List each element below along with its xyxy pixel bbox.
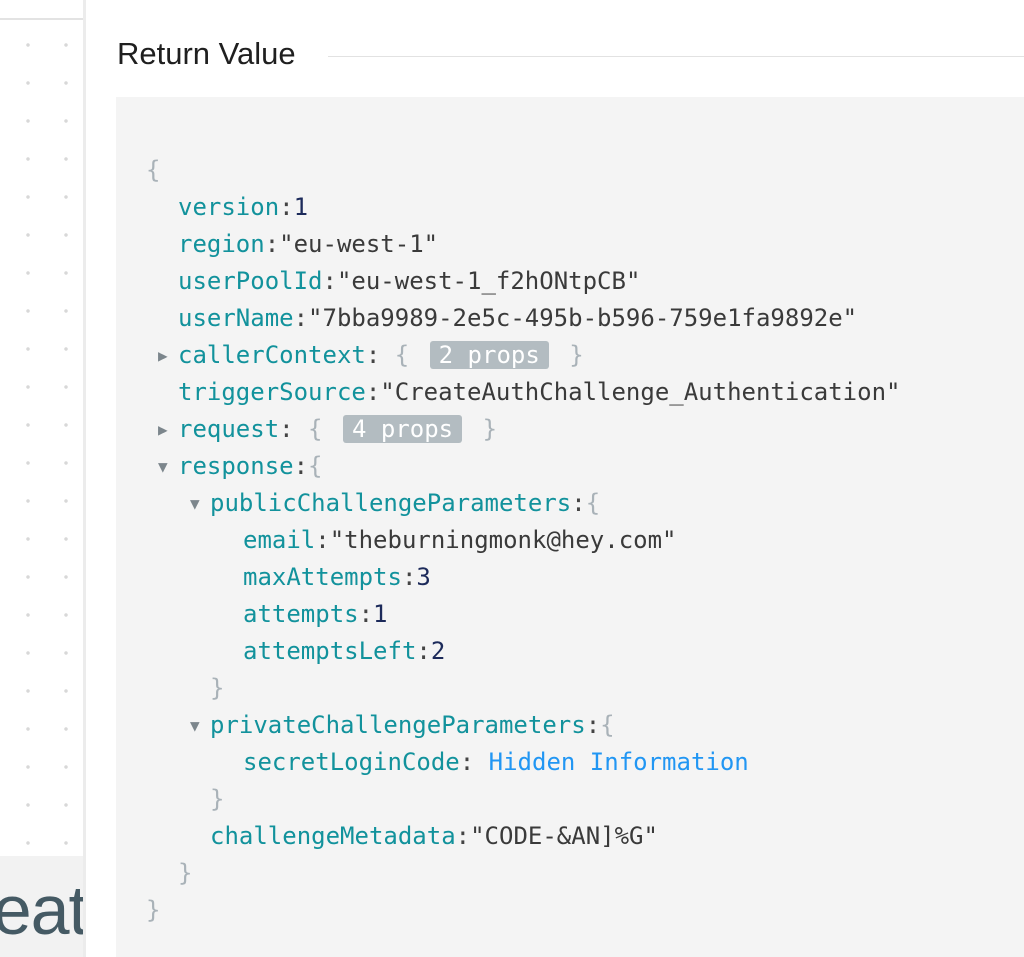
json-row-version: version:1 <box>178 193 309 221</box>
section-title: Return Value <box>117 36 296 71</box>
json-row-challengemetadata: challengeMetadata:"CODE-&AN]%G" <box>210 822 658 850</box>
json-close-brace: } <box>178 859 193 887</box>
collapse-triangle-icon[interactable]: ▼ <box>190 716 200 735</box>
json-row-triggersource: triggerSource:"CreateAuthChallenge_Authe… <box>178 378 901 406</box>
props-badge[interactable]: 2 props <box>429 341 549 369</box>
json-row-privatechallengeparameters[interactable]: ▼privateChallengeParameters:{ <box>190 707 615 744</box>
json-row-response[interactable]: ▼response:{ <box>158 448 323 485</box>
json-close-brace: } <box>210 785 225 813</box>
json-row-username: userName:"7bba9989-2e5c-495b-b596-759e1f… <box>178 304 858 332</box>
dotted-grid-background <box>0 20 83 856</box>
left-heading-area: eat <box>0 856 83 957</box>
props-badge[interactable]: 4 props <box>342 415 463 443</box>
left-panel: eat <box>0 0 86 957</box>
partial-heading: eat <box>0 871 83 949</box>
json-row-email: email:"theburningmonk@hey.com" <box>243 526 677 554</box>
json-row-secretlogincode: secretLoginCode: Hidden Information <box>243 748 749 776</box>
json-row-callercontext[interactable]: ▶callerContext: { 2 props } <box>158 337 584 374</box>
collapse-triangle-icon[interactable]: ▼ <box>158 457 168 476</box>
json-row-attempts: attempts:1 <box>243 600 388 628</box>
collapse-triangle-icon[interactable]: ▼ <box>190 494 200 513</box>
json-close-brace: } <box>146 896 161 924</box>
title-divider <box>328 56 1024 57</box>
expand-triangle-icon[interactable]: ▶ <box>158 346 168 365</box>
json-row-maxattempts: maxAttempts:3 <box>243 563 431 591</box>
json-row-attemptsleft: attemptsLeft:2 <box>243 637 446 665</box>
expand-triangle-icon[interactable]: ▶ <box>158 420 168 439</box>
json-row-publicchallengeparameters[interactable]: ▼publicChallengeParameters:{ <box>190 485 600 522</box>
json-close-brace: } <box>210 674 225 702</box>
json-open-brace: { <box>146 156 161 184</box>
left-top-strip <box>0 0 83 20</box>
hidden-information-value: Hidden Information <box>488 748 749 776</box>
json-row-request[interactable]: ▶request: { 4 props } <box>158 411 497 448</box>
json-viewer: { version:1 region:"eu-west-1" userPoolI… <box>116 97 1024 957</box>
json-row-region: region:"eu-west-1" <box>178 230 439 258</box>
main-panel: Return Value { version:1 region:"eu-west… <box>86 0 1024 957</box>
json-row-userpoolid: userPoolId:"eu-west-1_f2hONtpCB" <box>178 267 641 295</box>
